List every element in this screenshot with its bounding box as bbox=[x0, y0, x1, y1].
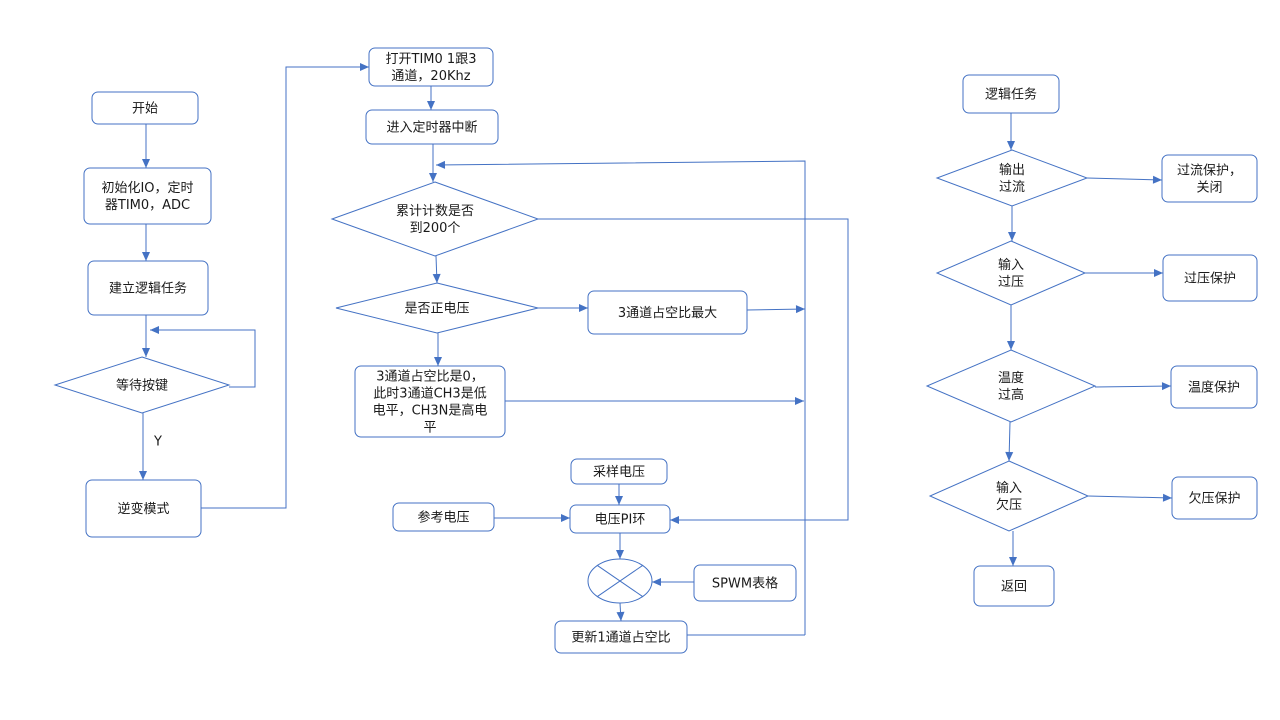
ref-voltage-box bbox=[392, 502, 495, 532]
logic-task-box bbox=[962, 74, 1060, 114]
under-input-over-label: 输入过压 bbox=[998, 257, 1024, 290]
temp-protect-label: 温度保护 bbox=[1188, 380, 1240, 396]
arrow-head bbox=[1161, 382, 1171, 391]
update-duty-box bbox=[554, 620, 688, 654]
temp-high-decision bbox=[925, 349, 1097, 423]
arrow-head bbox=[436, 160, 446, 169]
arrow-head bbox=[432, 273, 441, 283]
duty-zero-label: 3通道占空比是0，此时3通道CH3是低电平，CH3N是高电平 bbox=[373, 370, 488, 436]
build-task-box bbox=[87, 260, 209, 316]
arrow-head bbox=[615, 496, 623, 505]
connector-line bbox=[201, 66, 369, 509]
uv-protect-box bbox=[1171, 476, 1258, 520]
over-current-decision bbox=[935, 149, 1089, 207]
arrow-head bbox=[1008, 232, 1016, 241]
input-under-decision bbox=[928, 460, 1090, 532]
connector-line bbox=[1086, 177, 1163, 181]
input-under-label: 输入欠压 bbox=[996, 480, 1022, 513]
summing-junction-cross bbox=[596, 564, 644, 598]
temp-protect-box bbox=[1170, 365, 1258, 409]
connector-line bbox=[746, 308, 806, 311]
logic-task-label: 逻辑任务 bbox=[985, 87, 1037, 103]
timer-isr-label: 进入定时器中断 bbox=[386, 121, 477, 136]
arrow-head bbox=[434, 357, 442, 366]
arrow-head bbox=[1005, 451, 1014, 461]
count-check-decision bbox=[330, 181, 540, 257]
spwm-table-box bbox=[693, 564, 797, 602]
arrow-head bbox=[1009, 557, 1017, 566]
update-duty-label: 更新1通道占空比 bbox=[571, 630, 670, 646]
count-check-label: 累计计数是否到200个 bbox=[396, 204, 474, 236]
oc-protect-box bbox=[1161, 154, 1258, 203]
arrow-head bbox=[795, 305, 805, 314]
over-current-label: 输出过流 bbox=[999, 162, 1025, 195]
start-box bbox=[91, 91, 199, 125]
voltage-pi-box bbox=[569, 504, 671, 534]
init-label: 初始化IO，定时器TIM0，ADC bbox=[101, 181, 193, 213]
connector-line bbox=[150, 329, 256, 388]
arrow-head bbox=[795, 397, 804, 405]
duty-max-label: 3通道占空比最大 bbox=[618, 306, 717, 321]
arrow-head bbox=[670, 516, 679, 524]
start-label: 开始 bbox=[132, 102, 158, 117]
positive-check-label: 是否正电压 bbox=[404, 302, 469, 317]
connector-line bbox=[538, 218, 849, 521]
arrow-head bbox=[150, 326, 159, 334]
connector-line bbox=[1087, 495, 1173, 499]
ov-protect-label: 过压保护 bbox=[1184, 272, 1236, 287]
wait-key-label: 等待按键 bbox=[116, 378, 168, 394]
arrow-head bbox=[1007, 341, 1015, 350]
arrow-head bbox=[1152, 175, 1162, 184]
uv-protect-label: 欠压保护 bbox=[1188, 491, 1240, 507]
arrow-head bbox=[561, 514, 570, 522]
arrow-head bbox=[616, 550, 624, 559]
return-box bbox=[973, 565, 1055, 607]
timer-isr-box bbox=[365, 109, 499, 145]
spwm-table-label: SPWM表格 bbox=[712, 576, 778, 592]
arrow-head bbox=[142, 159, 150, 168]
temp-high-label: 温度过高 bbox=[998, 370, 1024, 403]
arrow-head bbox=[1154, 269, 1163, 277]
arrow-head bbox=[142, 348, 150, 357]
sample-voltage-label: 采样电压 bbox=[593, 465, 645, 480]
inverter-mode-label: 逆变模式 bbox=[117, 501, 169, 517]
connector-line bbox=[1094, 385, 1172, 388]
build-task-label: 建立逻辑任务 bbox=[109, 281, 187, 297]
arrow-head bbox=[139, 471, 147, 480]
oc-protect-label: 过流保护，关闭 bbox=[1177, 164, 1242, 196]
yes-label-label: Y bbox=[153, 435, 162, 450]
ov-protect-box bbox=[1162, 254, 1258, 302]
arrow-head bbox=[579, 304, 588, 312]
arrow-head bbox=[427, 101, 435, 110]
open-tim-box bbox=[368, 47, 494, 87]
flowchart-connectors bbox=[139, 63, 1173, 636]
under-input-over-decision bbox=[935, 240, 1087, 306]
inverter-mode-box bbox=[85, 479, 202, 538]
duty-zero-box bbox=[354, 365, 506, 438]
positive-check-decision bbox=[335, 282, 539, 334]
ref-voltage-label: 参考电压 bbox=[417, 510, 469, 526]
arrow-head bbox=[429, 173, 437, 182]
arrow-head bbox=[1007, 141, 1015, 150]
voltage-pi-label: 电压PI环 bbox=[595, 513, 646, 528]
arrow-head bbox=[1162, 493, 1172, 502]
arrow-head bbox=[360, 63, 369, 71]
arrow-head bbox=[616, 611, 625, 621]
arrow-head bbox=[652, 578, 661, 586]
connector-line bbox=[435, 160, 806, 635]
sample-voltage-box bbox=[570, 458, 668, 485]
return-label: 返回 bbox=[1001, 580, 1027, 595]
wait-key-decision bbox=[53, 356, 231, 414]
duty-max-box bbox=[587, 290, 748, 335]
arrow-head bbox=[142, 252, 150, 261]
init-box bbox=[83, 167, 212, 225]
